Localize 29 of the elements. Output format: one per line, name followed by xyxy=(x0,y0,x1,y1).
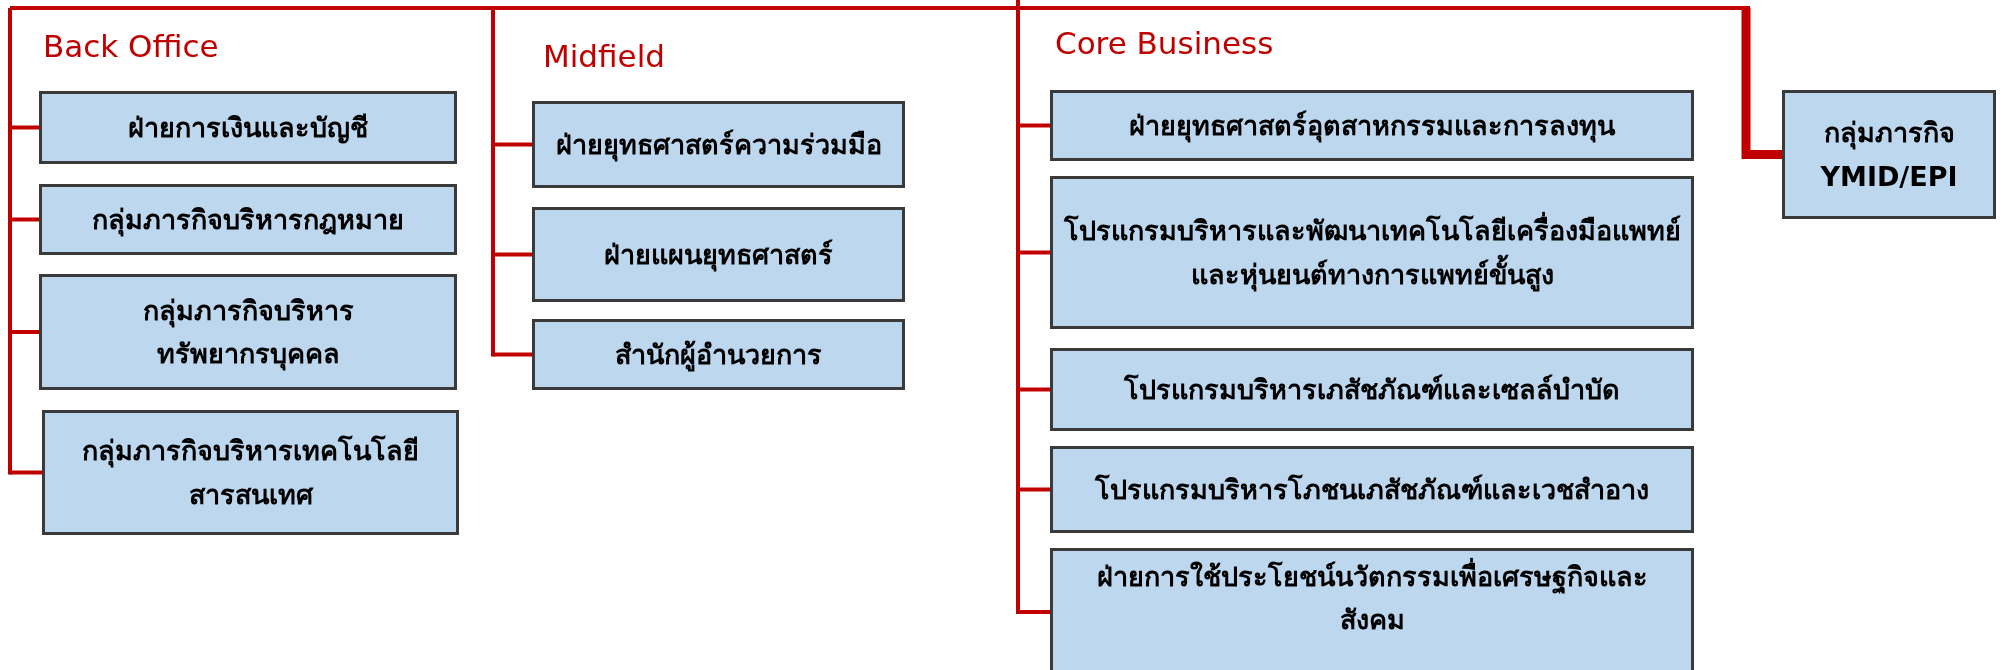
group-heading: Core Business xyxy=(1055,25,1274,61)
org-box: ฝ่ายการใช้ประโยชน์นวัตกรรมเพื่อเศรษฐกิจและ สังคม xyxy=(1050,548,1694,670)
org-box: โปรแกรมบริหารโภชนเภสัชภัณฑ์และเวชสำอาง xyxy=(1050,446,1694,533)
branch-line xyxy=(1018,250,1050,255)
group-heading: Back Office xyxy=(43,28,219,64)
org-box: กลุ่มภารกิจ YMID/EPI xyxy=(1782,90,1996,219)
branch-line xyxy=(1018,487,1050,492)
org-box: กลุ่มภารกิจบริหาร ทรัพยากรบุคคล xyxy=(39,274,457,390)
org-box: กลุ่มภารกิจบริหารกฎหมาย xyxy=(39,184,457,255)
branch-line xyxy=(493,252,532,257)
branch-line xyxy=(1018,610,1050,614)
branch-line xyxy=(1741,8,1782,159)
branch-line xyxy=(493,352,532,357)
branch-line xyxy=(10,125,39,130)
org-box: ฝ่ายการเงินและบัญชี xyxy=(39,91,457,164)
branch-line xyxy=(10,330,39,334)
org-box: โปรแกรมบริหารเภสัชภัณฑ์และเซลล์บำบัด xyxy=(1050,348,1694,431)
org-box: โปรแกรมบริหารและพัฒนาเทคโนโลยีเครื่องมือแพทย์ และหุ่นยนต์ทางการแพทย์ขั้นสูง xyxy=(1050,176,1694,329)
org-box: สำนักผู้อำนวยการ xyxy=(532,319,905,390)
branch-line xyxy=(493,142,532,147)
branch-line xyxy=(1018,123,1050,128)
org-box: กลุ่มภารกิจบริหารเทคโนโลยี สารสนเทศ xyxy=(42,410,459,535)
org-box: ฝ่ายยุทธศาสตร์อุตสาหกรรมและการลงทุน xyxy=(1050,90,1694,161)
branch-line xyxy=(1018,387,1050,392)
branch-line xyxy=(10,470,42,475)
org-box: ฝ่ายแผนยุทธศาสตร์ xyxy=(532,207,905,302)
org-box: ฝ่ายยุทธศาสตร์ความร่วมมือ xyxy=(532,101,905,188)
branch-line xyxy=(10,217,39,222)
group-heading: Midfield xyxy=(543,38,665,74)
